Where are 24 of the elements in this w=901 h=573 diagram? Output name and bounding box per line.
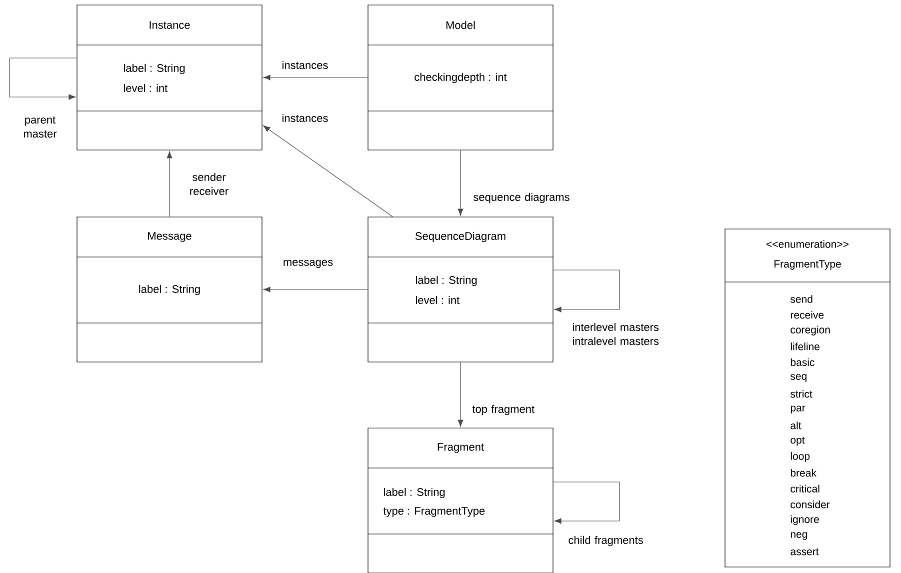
edge-label: sequence diagrams: [474, 192, 570, 204]
enumeration-box: <<enumeration>> FragmentType send receive coregion lifeline basic seq strict par alt opt loop break critical consider ignore neg assert: [724, 228, 890, 568]
edge-label: sender receiver: [190, 172, 228, 196]
arrow: [263, 286, 368, 292]
arrow: [458, 150, 464, 216]
edge-label: top fragment: [472, 404, 534, 416]
arrow: [166, 151, 172, 217]
arrow: [553, 482, 620, 524]
edge-label: instances: [282, 60, 328, 70]
arrow: [553, 270, 620, 312]
class-box: Model checkingdepth : int: [368, 4, 554, 150]
arrow: [458, 362, 464, 427]
edge-label: interlevel masters intralevel masters: [572, 322, 659, 346]
edge-label: child fragments: [568, 536, 643, 546]
class-box: SequenceDiagram label : String level : int: [368, 216, 554, 362]
class-box: Fragment label : String type : FragmentType: [368, 428, 554, 573]
arrow: [9, 58, 77, 100]
edge-label: parent master: [24, 116, 57, 138]
arrow: [263, 125, 393, 217]
class-box: Instance label : String level : int: [76, 4, 262, 150]
edge-label: messages: [284, 260, 333, 268]
edge-label: instances: [282, 114, 328, 122]
class-box: Message label : String: [76, 216, 262, 362]
arrow: [263, 74, 368, 80]
